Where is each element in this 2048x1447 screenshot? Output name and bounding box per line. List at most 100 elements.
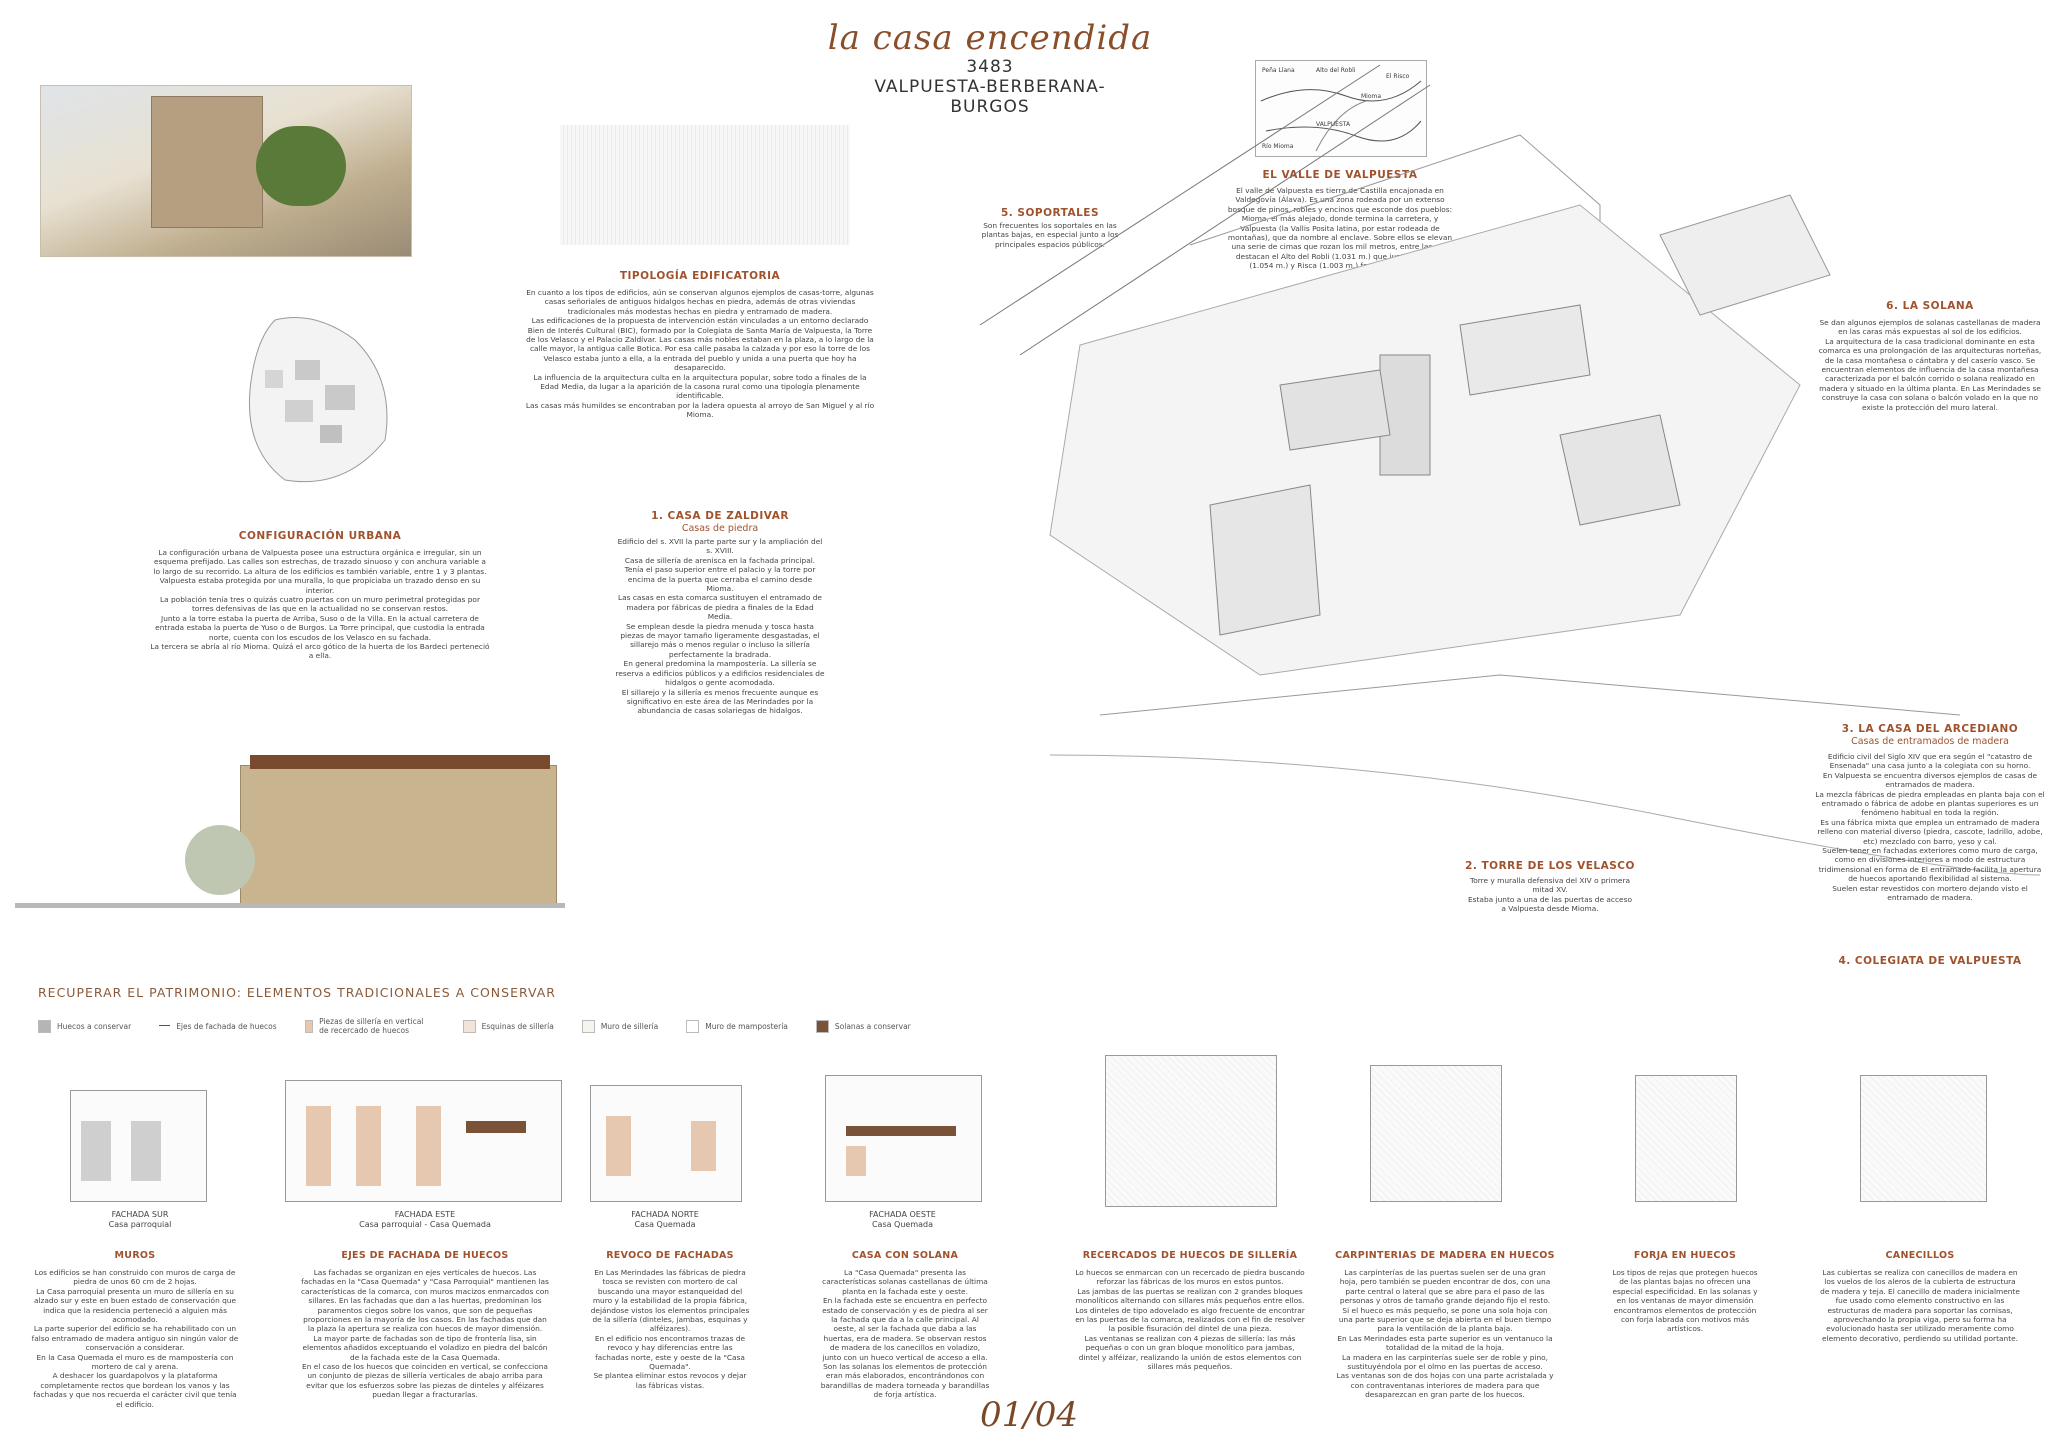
facade-window <box>416 1106 441 1186</box>
recercados-title: RECERCADOS DE HUECOS DE SILLERÍA <box>1082 1250 1298 1261</box>
map-label-rio: Río Mioma <box>1262 143 1294 150</box>
velasco-title: 2. TORRE DE LOS VELASCO <box>1465 860 1635 872</box>
legend: Huecos a conservar Ejes de fachada de hu… <box>38 1017 1038 1035</box>
map-label-valpuesta: VALPUESTA <box>1316 121 1351 128</box>
legend-item-ejes: Ejes de fachada de huecos <box>159 1018 277 1034</box>
arcediano-subtitle: Casas de entramados de madera <box>1851 736 2009 747</box>
axonometric-village-drawing <box>960 55 2048 935</box>
facade-window <box>131 1121 161 1181</box>
facade-window <box>691 1121 716 1171</box>
arcediano-text: Edificio civil del Siglo XIV que era seg… <box>1815 752 2045 903</box>
ejes-text: Las fachadas se organizan en ejes vertic… <box>300 1268 549 1400</box>
ejes-title: EJES DE FACHADA DE HUECOS <box>341 1250 509 1261</box>
legend-swatch <box>462 1019 476 1033</box>
page-title: la casa encendida <box>827 18 1153 58</box>
caption-line: Casa Quemada <box>871 1220 934 1229</box>
map-label-pena-llana: Peña Llana <box>1262 67 1295 74</box>
facade-sur-drawing <box>70 1090 207 1202</box>
legend-swatch <box>304 1019 314 1033</box>
facade-window <box>846 1146 866 1176</box>
valle-map-lines <box>1260 80 1422 152</box>
valle-title: EL VALLE DE VALPUESTA <box>1262 169 1418 181</box>
project-code: 3483 <box>966 57 1014 77</box>
configuracion-text: La configuración urbana de Valpuesta pos… <box>150 548 490 661</box>
forja-text: Los tipos de rejas que protegen huecos d… <box>1612 1268 1758 1334</box>
solana-title: 6. LA SOLANA <box>1886 300 1974 312</box>
building-facade-shape <box>240 765 557 907</box>
velasco-text: Torre y muralla defensiva del XIV o prim… <box>1468 876 1632 914</box>
caption-line: Casa parroquial <box>108 1220 172 1229</box>
muros-text: Los edificios se han construido con muro… <box>31 1268 239 1409</box>
revoco-text: En Las Merindades las fábricas de piedra… <box>590 1268 750 1390</box>
axonometric-lines <box>979 64 2041 876</box>
muros-title: MUROS <box>114 1250 156 1261</box>
zaldivar-title: 1. CASA DE ZALDIVAR <box>651 510 789 522</box>
facade-sur-caption: FACHADA SUR Casa parroquial <box>60 1210 220 1230</box>
project-location: VALPUESTA-BERBERANA-BURGOS <box>874 77 1106 117</box>
caption-line: FACHADA SUR <box>111 1210 169 1219</box>
render-tower-shape <box>151 96 263 228</box>
legend-swatch <box>159 1025 171 1027</box>
legend-swatch <box>686 1019 700 1033</box>
facade-window <box>356 1106 381 1186</box>
facade-window <box>606 1116 631 1176</box>
zaldivar-subtitle: Casas de piedra <box>681 523 759 534</box>
patrimonio-title: RECUPERAR EL PATRIMONIO: ELEMENTOS TRADI… <box>38 985 556 1000</box>
facade-este-drawing <box>285 1080 562 1202</box>
legend-swatch <box>38 1019 51 1033</box>
carpinterias-title: CARPINTERIAS DE MADERA EN HUECOS <box>1335 1250 1555 1261</box>
carpinterias-sketch <box>1370 1065 1502 1202</box>
caption-line: FACHADA NORTE <box>631 1210 699 1219</box>
colegiata-title: 4. COLEGIATA DE VALPUESTA <box>1838 955 2022 967</box>
legend-swatch <box>815 1019 829 1033</box>
legend-item-sillaria: Muro de sillería <box>581 1018 658 1034</box>
legend-item-piezas: Piezas de sillería en vertical de recerc… <box>304 1017 435 1035</box>
page-number: 01/04 <box>980 1395 1078 1435</box>
caption-line: FACHADA OESTE <box>869 1210 936 1219</box>
zaldivar-text: Edificio del s. XVII la parte parte sur … <box>615 537 825 716</box>
tipologia-text: En cuanto a los tipos de edificios, aún … <box>525 288 875 420</box>
canecillos-sketch <box>1860 1075 1987 1202</box>
facade-este-caption: FACHADA ESTE Casa parroquial - Casa Quem… <box>320 1210 530 1230</box>
forja-title: FORJA EN HUECOS <box>1633 1250 1737 1261</box>
caption-line: Casa parroquial - Casa Quemada <box>359 1220 491 1229</box>
facade-oeste-caption: FACHADA OESTE Casa Quemada <box>820 1210 985 1230</box>
facade-balcony <box>846 1126 956 1136</box>
solana-text: Se dan algunos ejemplos de solanas caste… <box>1818 318 2042 412</box>
facade-norte-caption: FACHADA NORTE Casa Quemada <box>585 1210 745 1230</box>
facade-balcony <box>466 1121 526 1133</box>
legend-swatch <box>581 1019 595 1033</box>
ground-line <box>15 903 565 908</box>
recercados-text: Lo huecos se enmarcan con un recercado d… <box>1075 1268 1305 1372</box>
map-label-mioma: Mioma <box>1361 93 1382 100</box>
facade-oeste-drawing <box>825 1075 982 1202</box>
soportales-text: Son frecuentes los soportales en las pla… <box>981 221 1119 249</box>
caption-line: Casa Quemada <box>634 1220 696 1229</box>
solana-casa-title: CASA CON SOLANA <box>851 1250 959 1261</box>
arcediano-title: 3. LA CASA DEL ARCEDIANO <box>1841 723 2019 735</box>
valle-map: Peña Llana Alto del Robli El Risco VALPU… <box>1255 60 1427 157</box>
revoco-title: REVOCO DE FACHADAS <box>606 1250 734 1261</box>
tree-shape-left <box>185 825 255 895</box>
legend-item-solanas: Solanas a conservar <box>815 1018 911 1034</box>
canecillos-text: Las cubiertas se realiza con canecillos … <box>1820 1268 2020 1343</box>
map-label-risco: El Risco <box>1386 73 1410 80</box>
tipologia-title: TIPOLOGÍA EDIFICATORIA <box>619 270 781 282</box>
facade-norte-drawing <box>590 1085 742 1202</box>
forja-sketch <box>1635 1075 1737 1202</box>
carpinterias-text: Las carpinterías de las puertas suelen s… <box>1336 1268 1554 1400</box>
caption-line: FACHADA ESTE <box>394 1210 456 1219</box>
canecillos-title: CANECILLOS <box>1885 1250 1955 1261</box>
render-photo-bottom <box>15 745 565 925</box>
render-tree-shape <box>256 126 346 206</box>
village-sketch <box>560 125 850 245</box>
configuracion-title: CONFIGURACIÓN URBANA <box>238 530 402 542</box>
legend-item-mamposteria: Muro de mampostería <box>686 1018 788 1034</box>
map-label-robli: Alto del Robli <box>1316 67 1356 74</box>
facade-window <box>306 1106 331 1186</box>
legend-item-esquinas: Esquinas de sillería <box>462 1018 554 1034</box>
legend-item-huecos: Huecos a conservar <box>38 1018 131 1034</box>
facade-window <box>81 1121 111 1181</box>
building-roof-shape <box>250 755 550 769</box>
recercados-sketch <box>1105 1055 1277 1207</box>
